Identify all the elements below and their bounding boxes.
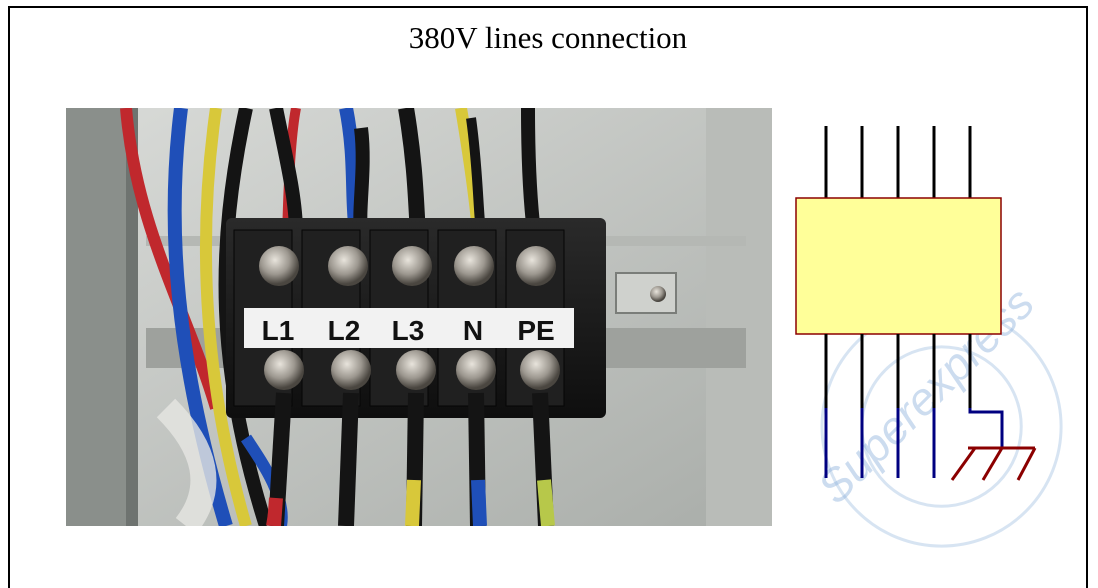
terminal-block-photo: L1 L2 L3 N PE bbox=[66, 108, 772, 526]
diagram-title: 380V lines connection bbox=[408, 20, 688, 55]
lower-lines-black bbox=[824, 334, 972, 408]
terminal-screw-icon bbox=[454, 246, 494, 286]
terminal-label-l3: L3 bbox=[392, 315, 425, 346]
terminal-screw-icon bbox=[520, 350, 560, 390]
label-strip bbox=[244, 308, 574, 348]
ground-icon bbox=[950, 446, 1037, 481]
schematic-svg bbox=[795, 126, 1037, 481]
terminal-screw-icon bbox=[331, 350, 371, 390]
photo-illustration: L1 L2 L3 N PE bbox=[66, 108, 772, 526]
upper-lines bbox=[824, 126, 972, 198]
terminal-label-l2: L2 bbox=[328, 315, 361, 346]
wire-yellow-left bbox=[200, 108, 252, 526]
lower-lines-blue bbox=[824, 408, 1004, 478]
top-screws bbox=[259, 246, 556, 286]
terminal-screw-icon bbox=[396, 350, 436, 390]
rail-clip bbox=[615, 272, 677, 314]
wire-red-left bbox=[120, 108, 222, 410]
diagram-frame: Superexpress 380V lines connection bbox=[8, 6, 1088, 588]
schematic-diagram bbox=[780, 118, 1060, 498]
bottom-wires bbox=[267, 392, 555, 526]
terminal-label-n: N bbox=[463, 315, 483, 346]
terminal-screw-icon bbox=[328, 246, 368, 286]
rail-clip-screw bbox=[650, 286, 666, 302]
terminal-screw-icon bbox=[259, 246, 299, 286]
terminal-screw-icon bbox=[516, 246, 556, 286]
terminal-screw-icon bbox=[392, 246, 432, 286]
terminal-label-l1: L1 bbox=[262, 315, 295, 346]
terminal-label-pe: PE bbox=[517, 315, 554, 346]
terminal-screw-icon bbox=[456, 350, 496, 390]
terminal-screw-icon bbox=[264, 350, 304, 390]
device-box bbox=[795, 197, 1002, 335]
bottom-screws bbox=[264, 350, 560, 390]
lower-line-pe bbox=[968, 408, 1004, 448]
enclosure-left-wall bbox=[66, 108, 126, 526]
